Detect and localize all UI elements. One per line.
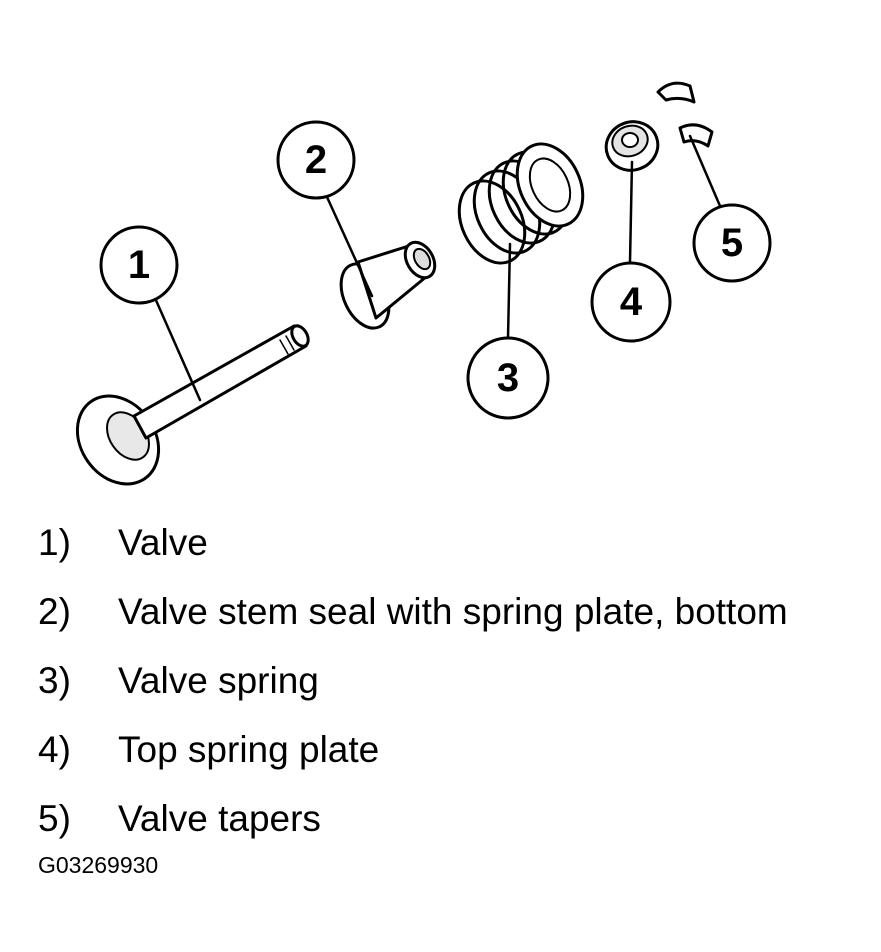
callout-label-5: 5 (721, 221, 743, 265)
callout-label-4: 4 (620, 280, 643, 324)
callout-label-1: 1 (128, 243, 150, 287)
figure-id: G03269930 (38, 852, 159, 878)
callout-label-2: 2 (305, 138, 327, 182)
legend-item: 2) Valve stem seal with spring plate, bo… (38, 577, 788, 646)
valve-stem-seal-part (339, 240, 437, 330)
valve-part (75, 324, 310, 486)
callout-circle-2 (276, 120, 356, 200)
legend-item: 1) Valve (38, 508, 788, 577)
legend-item: 5) Valve tapers (38, 784, 788, 853)
callout-circle-5 (692, 203, 772, 283)
legend-item-text: Top spring plate (118, 728, 380, 770)
callout-circle-1 (99, 225, 179, 305)
top-spring-plate-part (604, 120, 660, 172)
legend-item-text: Valve stem seal with spring plate, botto… (118, 590, 788, 632)
legend-item: 3) Valve spring (38, 646, 788, 715)
exploded-valve-diagram: 1 2 3 4 5 (75, 81, 772, 486)
parts-legend: 1) Valve 2) Valve stem seal with spring … (38, 508, 788, 853)
legend-item-text: Valve (118, 521, 208, 563)
valve-spring-part (457, 142, 585, 265)
legend-item: 4) Top spring plate (38, 715, 788, 784)
legend-item-number: 3) (38, 659, 71, 701)
callout-circle-4 (590, 261, 672, 343)
leader-lines (153, 134, 722, 402)
legend-item-number: 5) (38, 797, 71, 839)
callout-label-3: 3 (497, 356, 519, 400)
legend-item-number: 4) (38, 728, 71, 770)
legend-item-number: 2) (38, 590, 71, 632)
legend-item-text: Valve tapers (118, 797, 321, 839)
valve-tapers-part (656, 81, 714, 148)
legend-item-text: Valve spring (118, 659, 319, 701)
callout-circle-3 (466, 336, 550, 420)
legend-item-number: 1) (38, 521, 71, 563)
